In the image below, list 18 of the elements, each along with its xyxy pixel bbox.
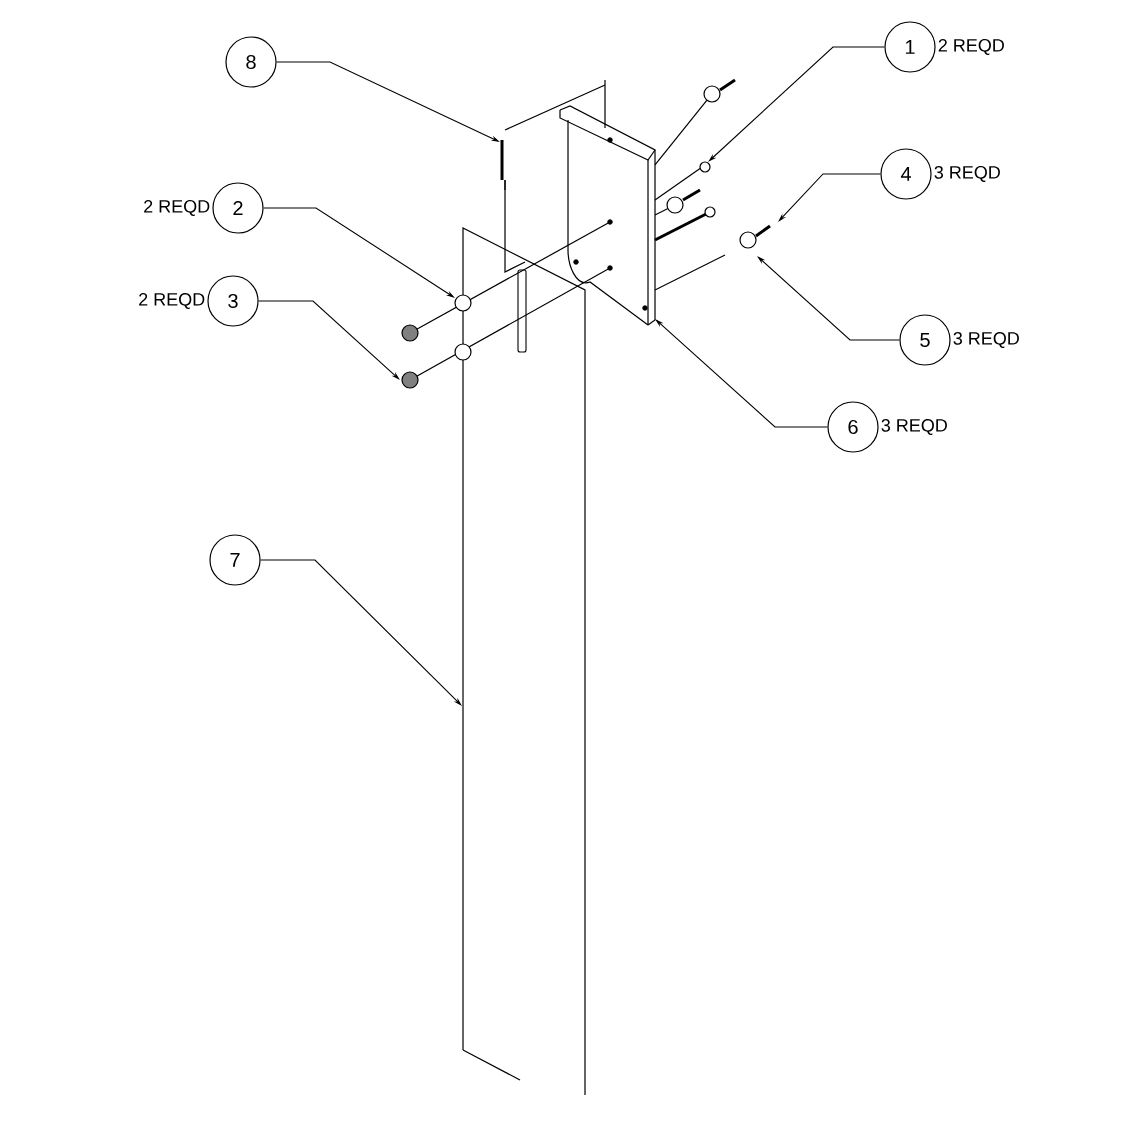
- quantity-label: 3 REQD: [953, 332, 1019, 348]
- callout-balloon: 1: [884, 21, 936, 73]
- callout-balloon: 6: [827, 401, 879, 453]
- callout-balloon: 5: [899, 314, 951, 366]
- quantity-label: 2 REQD: [139, 293, 205, 309]
- quantity-label: 3 REQD: [934, 166, 1000, 182]
- quantity-label: 2 REQD: [938, 39, 1004, 55]
- quantity-label: 3 REQD: [881, 419, 947, 435]
- quantity-label: 2 REQD: [144, 200, 210, 216]
- callout-balloon: 7: [209, 534, 261, 586]
- leader-line: [708, 46, 885, 162]
- leader-line: [778, 173, 881, 222]
- leader-line: [258, 300, 400, 380]
- callout-balloon: 2: [212, 182, 264, 234]
- callout-balloon: 4: [880, 148, 932, 200]
- callout-balloon: 3: [207, 275, 259, 327]
- leader-line: [260, 559, 462, 706]
- callout-balloon: 8: [225, 36, 277, 88]
